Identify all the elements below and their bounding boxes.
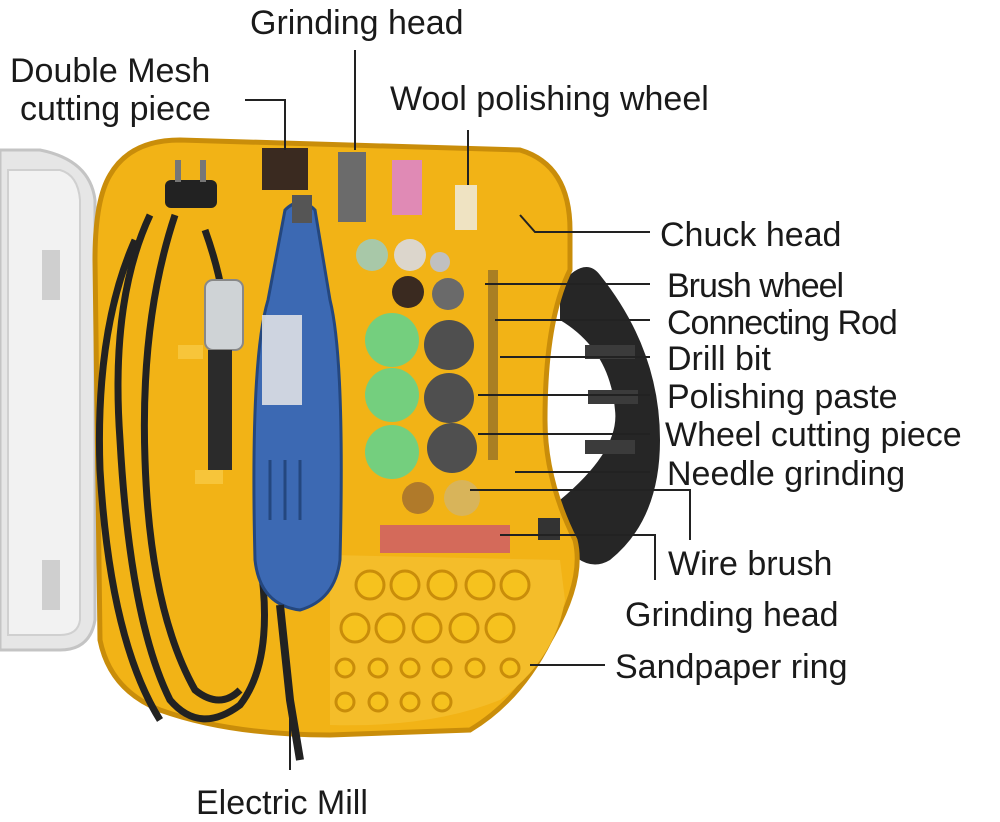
label-grinding-head-bottom: Grinding head — [625, 596, 839, 634]
label-polishing-paste: Polishing paste — [667, 378, 898, 416]
label-wire-brush: Wire brush — [668, 545, 833, 583]
rotary-tool — [252, 195, 343, 761]
flex-shaft-handpiece — [178, 279, 244, 484]
label-wheel-cutting-piece: Wheel cutting piece — [665, 416, 962, 454]
label-chuck-head: Chuck head — [660, 216, 842, 254]
plug — [165, 160, 217, 208]
label-needle-grinding: Needle grinding — [667, 455, 906, 493]
label-double-mesh-line1: Double Mesh — [10, 52, 211, 90]
label-connecting-rod: Connecting Rod — [667, 304, 898, 342]
case-lid — [0, 148, 97, 652]
case-handle — [560, 267, 660, 565]
leader-lines — [245, 50, 691, 770]
label-grinding-head-top: Grinding head — [250, 4, 464, 42]
accessory-trays — [262, 148, 560, 553]
label-double-mesh-line2: cutting piece — [20, 90, 211, 128]
sandpaper-rings — [334, 569, 531, 713]
label-sandpaper-ring: Sandpaper ring — [615, 648, 848, 686]
label-drill-bit: Drill bit — [667, 340, 771, 378]
label-electric-mill: Electric Mill — [196, 784, 368, 822]
label-wool-polishing-wheel: Wool polishing wheel — [390, 80, 709, 118]
label-brush-wheel: Brush wheel — [667, 267, 844, 305]
